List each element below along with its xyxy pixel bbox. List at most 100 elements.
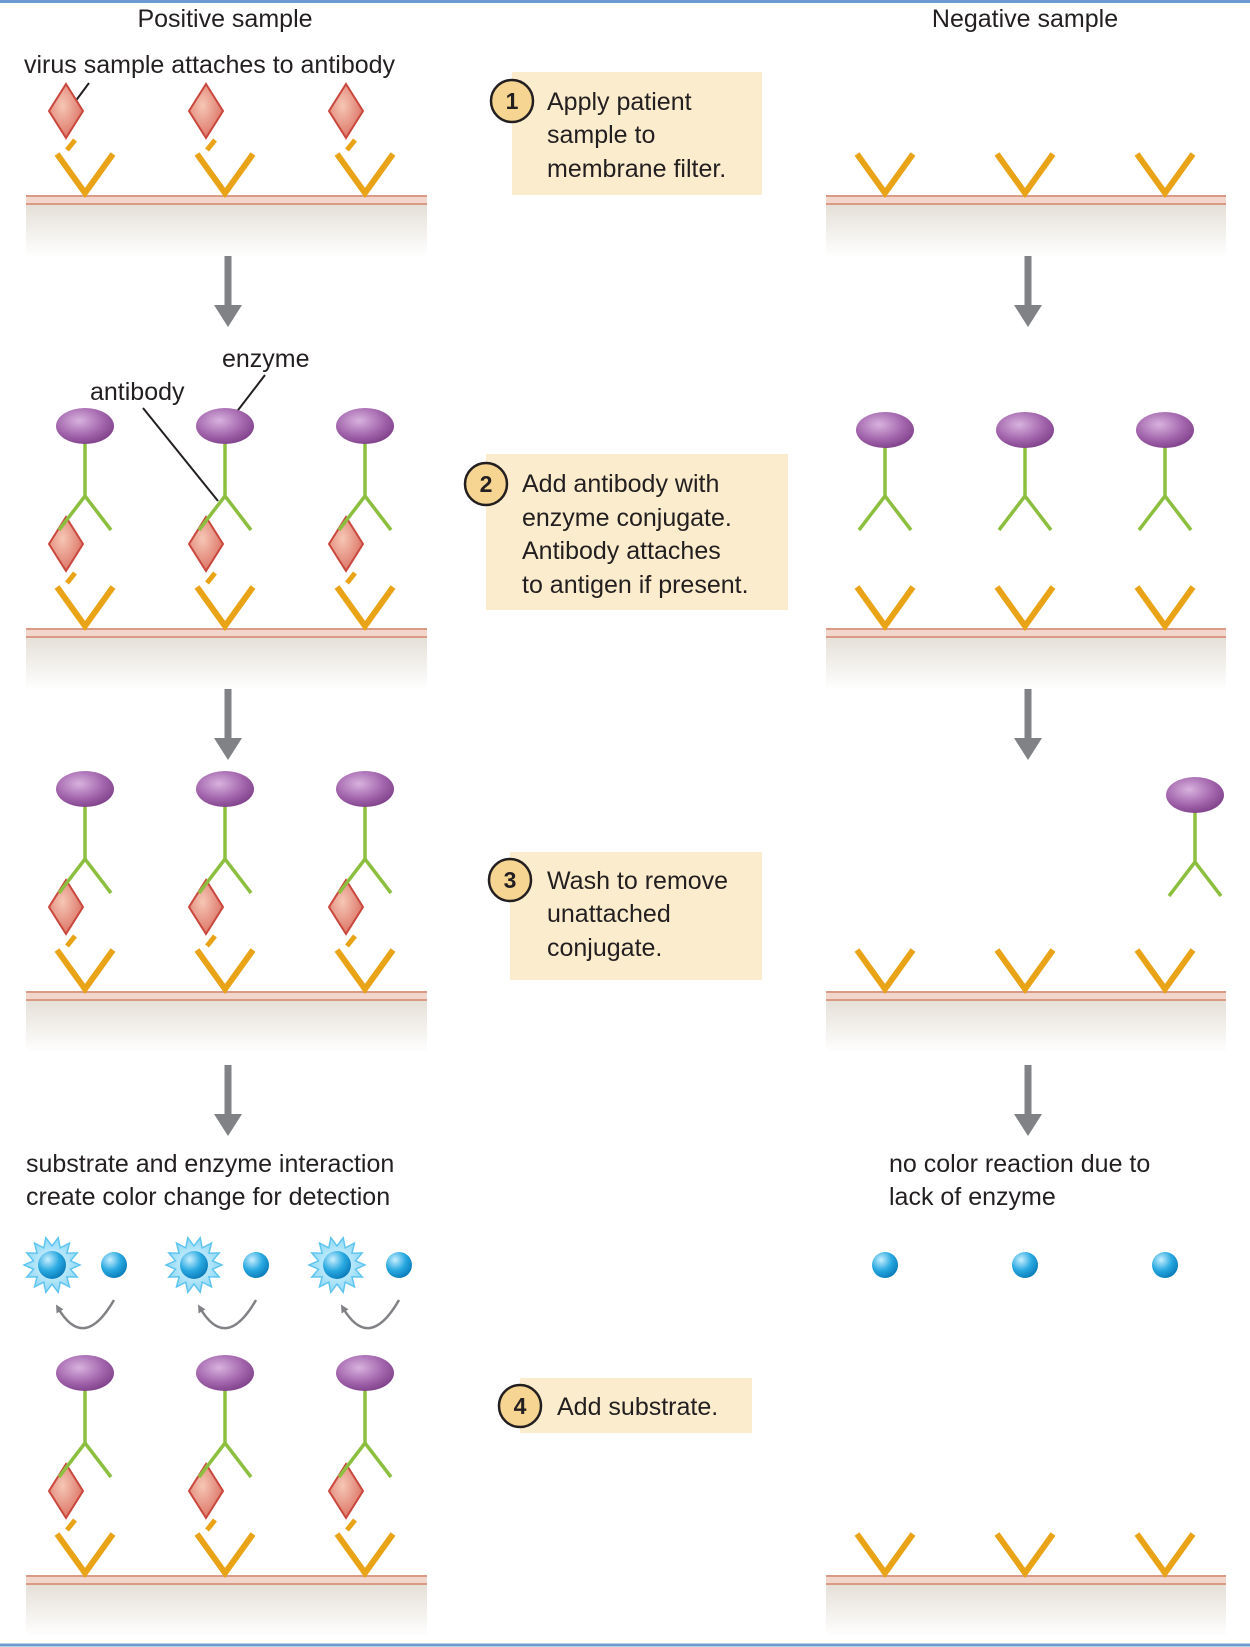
membrane-body	[826, 205, 1226, 257]
arrow-negative-2	[1014, 689, 1042, 760]
capture-antibody	[334, 1532, 396, 1579]
capture-antibody	[854, 948, 916, 995]
capture-antibody-link	[205, 934, 217, 948]
membrane-band	[26, 629, 427, 638]
capture-antibody	[194, 585, 256, 632]
detection-antibody-arms	[337, 493, 393, 532]
step-3: 3 Wash to remove unattached conjugate.	[487, 852, 762, 980]
negative-complex-1-3	[1134, 152, 1196, 199]
negative-unbound-conjugate-2-2	[996, 412, 1054, 532]
substrate-1	[101, 1252, 127, 1278]
capture-antibody-link	[205, 1518, 217, 1532]
negative-unbound-conjugate-2-3	[1136, 412, 1194, 532]
membrane-band	[26, 196, 427, 205]
arrow-head	[214, 305, 242, 327]
detection-antibody-arms	[857, 493, 913, 532]
positive-complex-4-3	[327, 1355, 396, 1579]
step-2-box	[486, 454, 788, 610]
detection-antibody-arms	[337, 856, 393, 895]
membrane-positive-3	[26, 991, 427, 1053]
negative-substrate-2	[1012, 1252, 1038, 1278]
step-4-box	[520, 1378, 752, 1433]
negative-complex-4-2	[994, 1532, 1056, 1579]
capture-antibody-link	[65, 138, 77, 152]
step-3-line-2: unattached	[547, 900, 671, 928]
enzyme-ellipse	[56, 771, 114, 807]
negative-complex-4-3	[1134, 1532, 1196, 1579]
capture-antibody	[854, 585, 916, 632]
virus-antigen	[47, 82, 85, 140]
step-3-line-3: conjugate.	[547, 934, 662, 962]
conversion-arrow-2	[197, 1299, 258, 1330]
detection-antibody-arms	[337, 1440, 393, 1479]
membrane-body	[826, 1585, 1226, 1637]
step-1-line-2: sample to	[547, 121, 655, 149]
capture-antibody	[194, 152, 256, 199]
capture-antibody	[54, 948, 116, 995]
membrane-body	[26, 1585, 427, 1637]
step-2-line-3: Antibody attaches	[522, 537, 721, 565]
step-4: 4 Add substrate.	[497, 1378, 752, 1433]
antibody-label: antibody	[90, 378, 185, 406]
detection-antibody-arms	[997, 493, 1053, 532]
membrane-positive-2	[26, 628, 427, 690]
glowing-substrate-3	[307, 1235, 367, 1295]
membrane-negative-1	[826, 195, 1226, 257]
membrane-negative-2	[826, 628, 1226, 690]
membrane-positive-1	[26, 195, 427, 257]
conversion-arrow-3	[340, 1299, 401, 1330]
positive-header: Positive sample	[137, 5, 312, 33]
enzyme-ellipse	[336, 408, 394, 444]
virus-antigen	[327, 515, 365, 573]
capture-antibody	[854, 152, 916, 199]
negative-unbound-conjugate-2-1	[856, 412, 914, 532]
negative-capture-2-2	[994, 585, 1056, 632]
virus-antigen	[327, 878, 365, 936]
enzyme-ellipse	[856, 412, 914, 448]
membrane-band	[826, 992, 1226, 1001]
virus-label: virus sample attaches to antibody	[24, 51, 396, 79]
positive-complex-4-1	[47, 1355, 116, 1579]
capture-antibody	[334, 585, 396, 632]
arrow-head	[1014, 1114, 1042, 1136]
detection-antibody-arms	[197, 1440, 253, 1479]
positive-complex-1-1	[47, 82, 116, 199]
detection-antibody-arms	[1137, 493, 1193, 532]
membrane-negative-3	[826, 991, 1226, 1053]
arrow-negative-3	[1014, 1065, 1042, 1136]
step-3-number: 3	[504, 867, 517, 893]
membrane-positive-4	[26, 1575, 427, 1637]
negative-capture-2-3	[1134, 585, 1196, 632]
step-4-line-1: Add substrate.	[557, 1393, 718, 1421]
enzyme-ellipse	[196, 1355, 254, 1391]
step-4-number: 4	[514, 1393, 527, 1419]
enzyme-ellipse	[996, 412, 1054, 448]
step-3-line-1: Wash to remove	[547, 867, 728, 895]
membrane-band	[26, 992, 427, 1001]
capture-antibody	[194, 1532, 256, 1579]
virus-antigen	[327, 1462, 365, 1520]
capture-antibody-link	[205, 138, 217, 152]
step-1-line-3: membrane filter.	[547, 155, 726, 183]
capture-antibody	[854, 1532, 916, 1579]
step-2-badge	[463, 461, 509, 507]
step-1-line-1: Apply patient	[547, 88, 692, 116]
membrane-body	[26, 1001, 427, 1053]
negative-complex-3-1	[854, 948, 916, 995]
enzyme-ellipse	[336, 771, 394, 807]
enzyme-ellipse	[1166, 777, 1224, 813]
virus-antigen	[187, 82, 225, 140]
enzyme-label: enzyme	[222, 345, 310, 373]
negative-complex-4-1	[854, 1532, 916, 1579]
arrow-negative-1	[1014, 256, 1042, 327]
positive-complex-2-3	[327, 408, 396, 632]
detection-antibody-arms	[1167, 859, 1223, 898]
arrow-positive-2	[214, 689, 242, 760]
virus-antigen	[187, 1462, 225, 1520]
positive-complex-2-2	[187, 408, 256, 632]
step-2: 2 Add antibody with enzyme conjugate. An…	[463, 454, 788, 610]
arrow-head	[1014, 738, 1042, 760]
glow-core	[38, 1251, 66, 1279]
virus-antigen	[187, 878, 225, 936]
glow-core	[323, 1251, 351, 1279]
